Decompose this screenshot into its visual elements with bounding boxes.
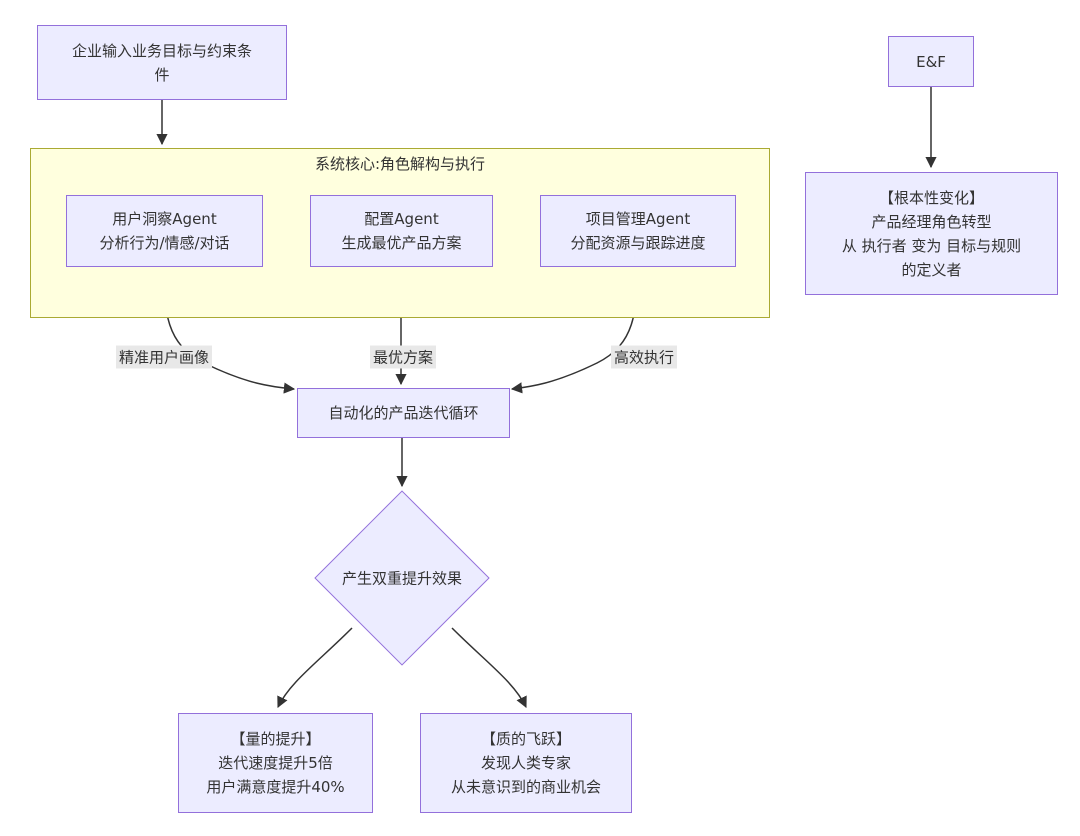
node-agent-config: 配置Agent 生成最优产品方案 [310, 195, 493, 267]
edge-label-optimal-plan: 最优方案 [369, 345, 437, 369]
node-agent-user-insight: 用户洞察Agent 分析行为/情感/对话 [66, 195, 263, 267]
node-qualitative-leap: 【质的飞跃】 发现人类专家 从未意识到的商业机会 [420, 713, 632, 813]
outcome-line: 从未意识到的商业机会 [450, 778, 601, 796]
node-fundamental-change: 【根本性变化】 产品经理角色转型 从 执行者 变为 目标与规则 的定义者 [805, 172, 1058, 295]
edge-decision-to-quantitative [277, 627, 353, 709]
node-agent-project-mgmt: 项目管理Agent 分配资源与跟踪进度 [540, 195, 736, 267]
change-line: 的定义者 [901, 260, 962, 279]
outcome-line: 【量的提升】 [230, 730, 321, 748]
agent-desc: 分配资源与跟踪进度 [570, 234, 706, 252]
edge-label-user-profile: 精准用户画像 [115, 345, 213, 369]
node-iteration-loop: 自动化的产品迭代循环 [297, 388, 510, 438]
edge-label-efficient-exec: 高效执行 [610, 345, 678, 369]
change-line: 产品经理角色转型 [871, 212, 992, 231]
change-line: 从 执行者 变为 目标与规则 [841, 236, 1022, 255]
edge-decision-to-qualitative [451, 627, 527, 709]
node-business-input: 企业输入业务目标与约束条件 [37, 25, 287, 100]
node-quantitative-gain: 【量的提升】 迭代速度提升5倍 用户满意度提升40% [178, 713, 373, 813]
subgraph-title: 系统核心:角色解构与执行 [314, 155, 486, 173]
agent-name: 配置Agent [364, 210, 439, 228]
outcome-line: 【质的飞跃】 [480, 730, 571, 748]
agent-desc: 分析行为/情感/对话 [99, 234, 230, 252]
node-iteration-loop-label: 自动化的产品迭代循环 [328, 404, 479, 422]
outcome-line: 发现人类专家 [480, 754, 571, 772]
agent-desc: 生成最优产品方案 [341, 234, 462, 252]
agent-name: 项目管理Agent [585, 210, 691, 228]
decision-diamond-label: 产生双重提升效果 [341, 569, 463, 588]
agent-name: 用户洞察Agent [112, 210, 217, 228]
change-line: 【根本性变化】 [878, 188, 984, 207]
outcome-line: 用户满意度提升40% [206, 778, 345, 796]
node-business-input-label: 企业输入业务目标与约束条件 [71, 41, 252, 84]
node-ef-label: E&F [916, 52, 946, 71]
node-ef: E&F [888, 36, 974, 87]
outcome-line: 迭代速度提升5倍 [218, 754, 333, 772]
